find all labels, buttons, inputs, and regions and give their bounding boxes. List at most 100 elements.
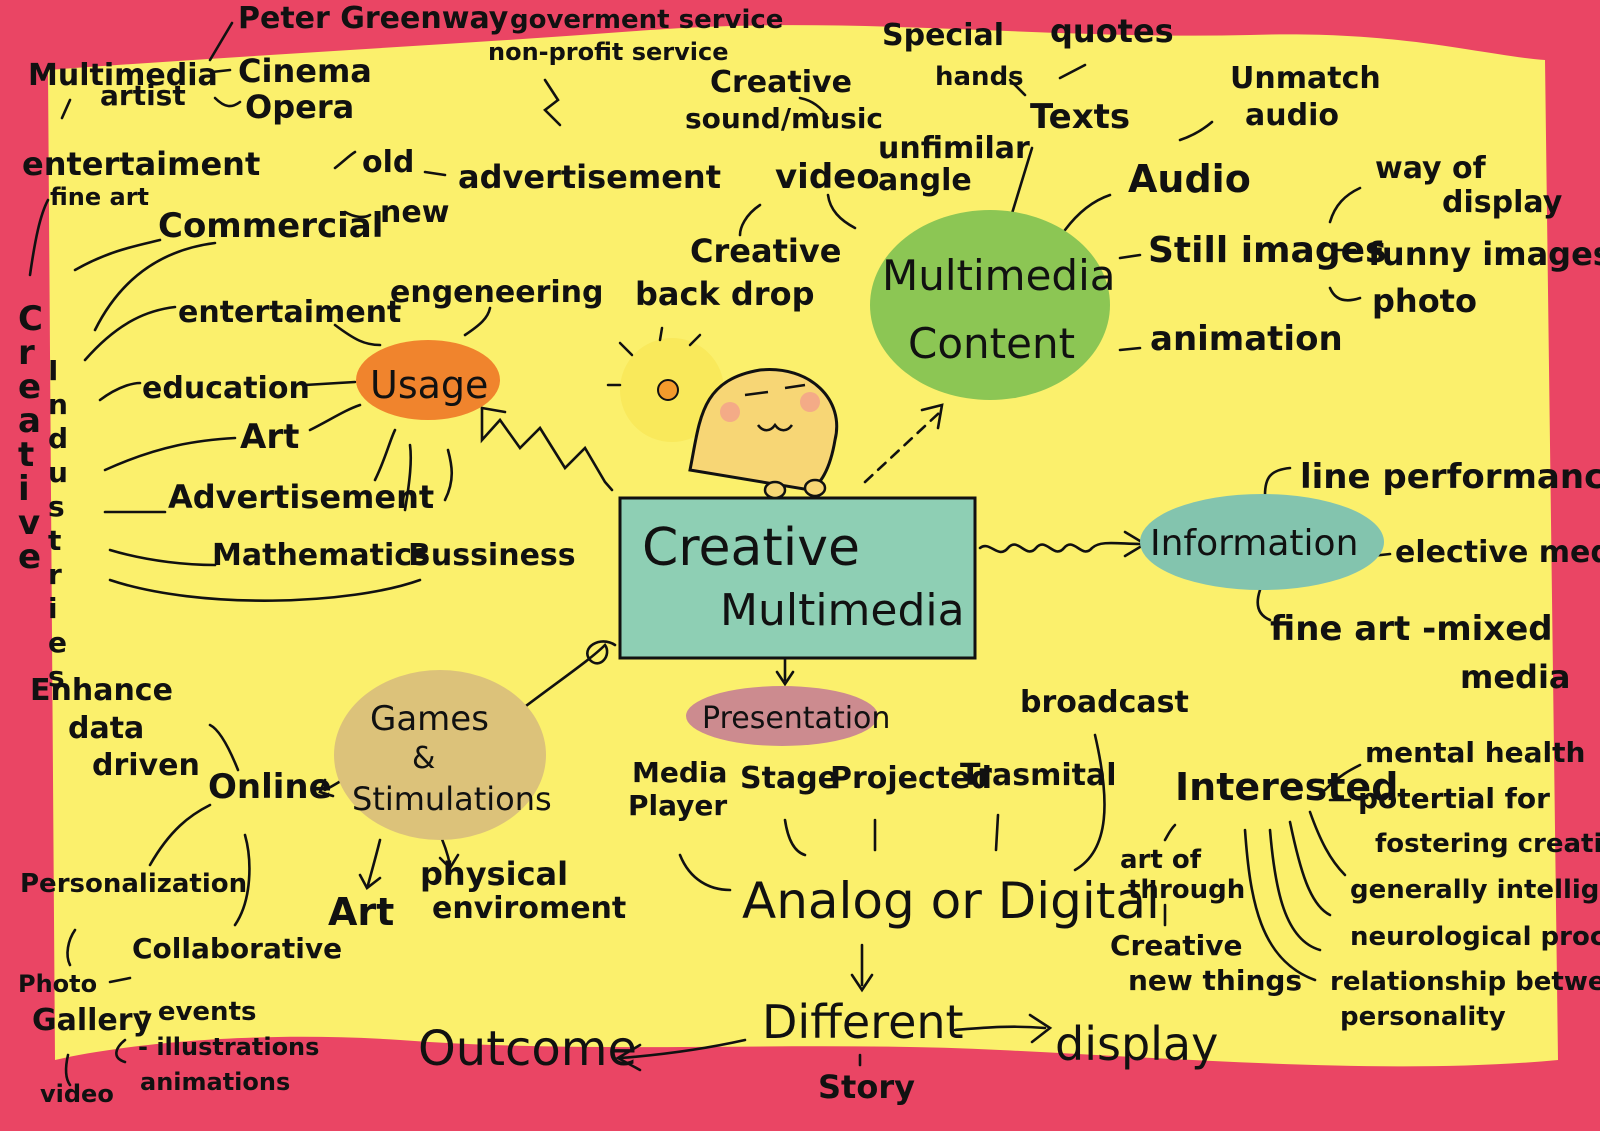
label-government-service: goverment service [510, 5, 783, 35]
label-creative-backdrop-1: Creative [690, 232, 841, 270]
label-elective-media: elective media [1395, 535, 1600, 570]
center-title-line-1: Creative [642, 518, 860, 578]
label-collaborative: Collaborative [132, 932, 342, 965]
label-peter-greenway: Peter Greenway [238, 1, 509, 36]
center-node-shape [618, 496, 977, 660]
label-generally-intelligence: generally intelligence [1350, 875, 1600, 905]
label-outcome: Outcome [418, 1021, 637, 1077]
information-node-shape [1140, 494, 1384, 590]
label-fine-art: fine art [50, 183, 149, 211]
label-illustrations: - illustrations [138, 1033, 319, 1061]
label-funny-images: funny images [1368, 235, 1600, 273]
label-display: display [1055, 1017, 1218, 1071]
label-creative-sound-1: Creative [710, 65, 852, 100]
label-interested: Interested [1175, 765, 1398, 809]
label-video: video [775, 157, 880, 197]
label-relationship-1: relationship between [1330, 967, 1600, 997]
games-node-label-3: Stimulations [352, 780, 552, 818]
label-way-of-2: display [1442, 185, 1563, 220]
label-enhance-3: driven [92, 748, 200, 783]
vertical-letter: i [48, 592, 58, 625]
vertical-letter: n [48, 388, 68, 421]
label-special-hands-1: Special [882, 18, 1004, 53]
label-physical-1: physical [420, 855, 568, 893]
label-opera: Opera [245, 88, 354, 126]
games-node-label-1: Games [370, 699, 489, 739]
usage-node-label: Usage [370, 363, 488, 407]
vertical-letter: e [48, 626, 67, 659]
label-relationship-2: personality [1340, 1002, 1506, 1032]
label-photo: photo [1372, 282, 1477, 320]
label-enhance-2: data [68, 711, 144, 746]
vertical-letter: t [18, 435, 34, 475]
label-art-through-1: art of [1120, 845, 1202, 875]
presentation-node-label: Presentation [702, 701, 890, 736]
center-title-line-2: Multimedia [720, 585, 965, 636]
label-projected: Projected [830, 761, 992, 796]
label-physical-2: enviroment [432, 891, 626, 926]
vertical-letter: a [18, 401, 41, 441]
label-line-performance: line performance [1300, 457, 1600, 497]
label-engineering: engeneering [390, 275, 604, 310]
label-enhance-1: Enhance [30, 673, 173, 708]
label-commercial: Commercial [158, 206, 383, 246]
vertical-letter: d [48, 422, 68, 455]
label-business: Bussiness [408, 538, 576, 573]
content-node-label-1: Multimedia [882, 251, 1115, 300]
label-trasmital: Trasmital [960, 758, 1116, 793]
label-non-profit-service: non-profit service [488, 38, 729, 66]
label-media-player-2: Player [628, 789, 727, 822]
label-creative-backdrop-2: back drop [635, 275, 814, 313]
vertical-letter: C [18, 299, 43, 339]
label-advertisement-usage: Advertisement [168, 478, 434, 516]
vertical-letter: r [18, 333, 35, 373]
games-node-label-2: & [412, 741, 435, 776]
label-photo-gallery-2: Gallery [32, 1003, 153, 1038]
label-unfamiliar-2: angle [878, 163, 972, 198]
label-unfamiliar-1: unfimilar [878, 131, 1030, 166]
label-personalization: Personalization [20, 869, 247, 899]
label-education: education [142, 371, 310, 406]
label-animations: animations [140, 1068, 290, 1096]
label-analog-digital: Analog or Digital [742, 872, 1160, 930]
label-story: Story [818, 1068, 915, 1106]
label-advertisement: advertisement [458, 158, 721, 196]
label-events: - events [138, 997, 256, 1027]
vertical-letter: e [18, 367, 41, 407]
label-way-of-1: way of [1375, 151, 1487, 186]
label-texts: Texts [1030, 97, 1130, 137]
label-multimedia-artist-2: artist [100, 79, 186, 112]
label-fine-art-mixed-1: fine art -mixed [1270, 609, 1553, 649]
label-old: old [362, 145, 414, 180]
thinking-character-icon [606, 326, 839, 500]
games-node-shape [334, 670, 546, 840]
label-special-hands-2: hands [935, 62, 1024, 92]
vertical-letter: s [48, 490, 65, 523]
label-multimedia-artist-1: Multimedia [28, 58, 218, 93]
label-unmatch-2: audio [1245, 98, 1339, 133]
vertical-letter: u [48, 456, 68, 489]
branch-labels: Multimedia artist Peter Greenway Cinema … [18, 1, 1600, 1108]
label-unmatch-1: Unmatch [1230, 61, 1381, 96]
presentation-node-shape [686, 686, 878, 746]
vertical-letter: s [48, 660, 65, 693]
label-art-through-2: through [1128, 875, 1245, 905]
label-video-small: video [40, 1080, 114, 1108]
label-neurological: neurological process [1350, 922, 1600, 952]
label-creative-sound-2: sound/music [685, 102, 883, 135]
label-new: new [380, 195, 449, 230]
label-media-player-1: Media [632, 756, 727, 789]
label-art: Art [240, 417, 299, 457]
usage-node-shape [356, 340, 500, 420]
label-quotes: quotes [1050, 12, 1174, 50]
label-mathematics: Mathematics [212, 538, 430, 573]
label-entertainment: entertaiment [178, 295, 401, 330]
label-animation: animation [1150, 319, 1343, 359]
label-entertainment-fine: entertaiment [22, 145, 260, 183]
vertical-letter: r [48, 558, 62, 591]
label-still-images: Still images [1148, 230, 1386, 271]
vertical-letter: e [18, 537, 41, 577]
label-mental-health: mental health [1365, 736, 1585, 769]
